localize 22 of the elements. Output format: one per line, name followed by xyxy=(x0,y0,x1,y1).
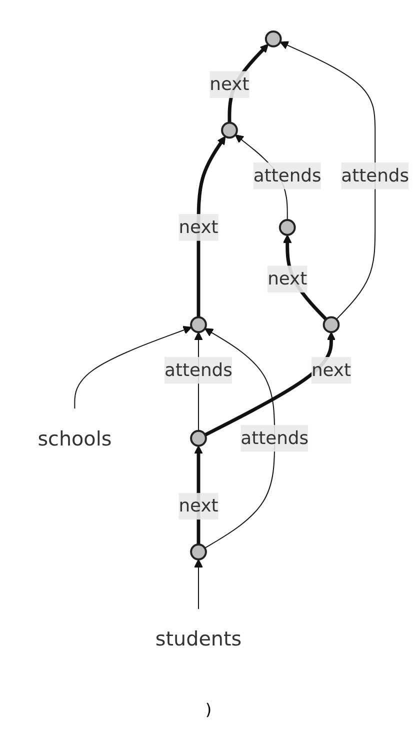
node-circle xyxy=(190,543,207,560)
edge-label: next xyxy=(210,74,250,95)
node-circle xyxy=(322,316,340,334)
edge-label: next xyxy=(311,360,352,381)
node-circle xyxy=(190,316,207,334)
node-circle xyxy=(190,430,207,447)
arrow xyxy=(74,326,192,410)
node-circle xyxy=(221,122,238,139)
edge-label: attends xyxy=(164,360,232,381)
node-text: students xyxy=(155,626,242,651)
edge-label: next xyxy=(178,496,218,517)
edge-label: attends xyxy=(240,428,309,449)
node-text: schools xyxy=(38,426,112,450)
edge-label: attends xyxy=(253,165,322,186)
arrow xyxy=(204,328,276,549)
node-circle xyxy=(278,219,296,236)
edge-label: attends xyxy=(341,165,410,186)
bracket-text: ) xyxy=(205,700,212,719)
arrow xyxy=(194,558,203,610)
node-circle xyxy=(264,30,282,48)
edge-label: next xyxy=(268,268,308,290)
edge-label: next xyxy=(178,217,218,238)
